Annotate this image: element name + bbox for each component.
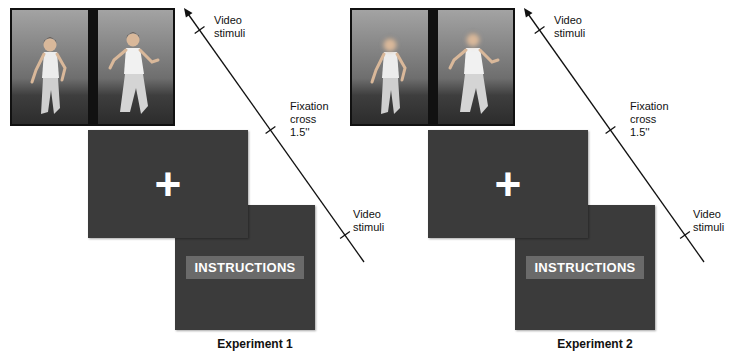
fixation-cross: + (155, 161, 182, 207)
timeline-label: Fixation cross 1.5'' (290, 100, 336, 139)
fixation-screen: + (428, 130, 588, 238)
timeline-label: Video stimuli (353, 208, 395, 234)
arrow-head (524, 8, 533, 18)
timeline-label: Video stimuli (693, 208, 735, 234)
instruction-text: INSTRUCTIONS (186, 256, 303, 279)
timeline-label: Fixation cross 1.5'' (630, 100, 676, 139)
fixation-cross: + (495, 161, 522, 207)
timeline-label: Video stimuli (554, 14, 598, 40)
instruction-text: INSTRUCTIONS (526, 256, 643, 279)
panel-title: Experiment 1 (175, 337, 335, 351)
timeline-label: Video stimuli (214, 14, 258, 40)
arrow-head (184, 8, 193, 18)
video-still-blurred (350, 8, 515, 126)
fixation-screen: + (88, 130, 248, 238)
video-still (10, 8, 175, 126)
panel-title: Experiment 2 (515, 337, 675, 351)
